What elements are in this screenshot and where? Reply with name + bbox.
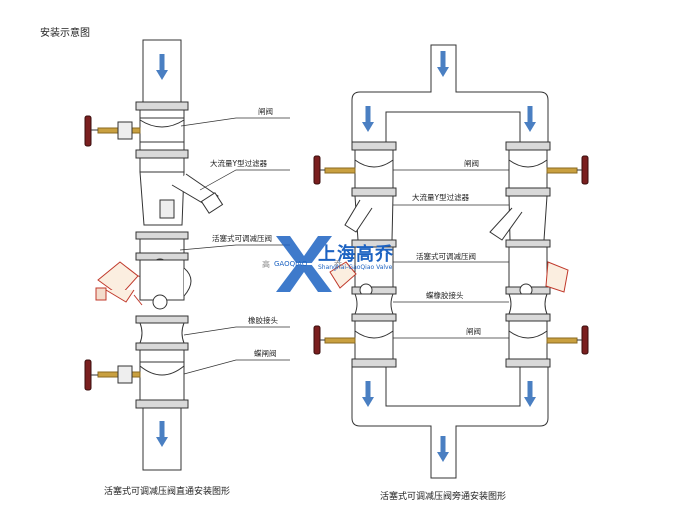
watermark-small-left: 高: [262, 260, 270, 269]
y-strainer-bypass-right: [489, 195, 548, 241]
bypass-bottom-pipe: [351, 366, 549, 479]
caption-left: 活塞式可调减压阀直通安装图形: [104, 487, 231, 497]
label-butterfly-valve-left: 蝶闸阀: [254, 349, 277, 358]
watermark-brand-cn: 上海高乔: [318, 244, 394, 265]
bypass-top-pipe: [351, 44, 549, 143]
label-gate-valve-top-right: 闸阀: [464, 159, 479, 168]
prv-body-left: [139, 259, 192, 310]
label-rubber-joint-left: 橡胶接头: [248, 316, 278, 325]
label-y-strainer-right: 大流量Y型过滤器: [412, 193, 470, 202]
rubber-joint-bypass-right: [505, 293, 551, 322]
gate-valve-left: [84, 101, 189, 159]
page-title: 安装示意图: [40, 28, 90, 39]
right-bypass-install: [313, 44, 589, 479]
watermark-logo: [272, 236, 336, 292]
gate-valve-bypass-right-lower: [505, 320, 589, 368]
watermark-small-right: 乔: [334, 260, 342, 269]
watermark-tagline: Shanghai-GaoQiao Valve: [318, 264, 393, 271]
label-rubber-joint-right: 蝶橡胶接头: [426, 291, 464, 300]
rubber-joint-bypass-left: [351, 293, 397, 322]
left-straight-install: [84, 39, 290, 471]
y-strainer-bypass-left: [344, 195, 394, 241]
label-prv-right: 活塞式可调减压阀: [416, 252, 476, 261]
gate-valve-bypass-right: [505, 141, 589, 197]
prv-bypass-right: [505, 239, 569, 297]
label-gate-valve-left: 闸阀: [258, 107, 273, 116]
leader-lines-left: [179, 117, 290, 375]
leader-lines-right: [393, 169, 509, 339]
label-gate-valve-bottom-right: 闸阀: [466, 327, 481, 336]
label-prv-left: 活塞式可调减压阀: [212, 234, 272, 243]
caption-right: 活塞式可调减压阀旁通安装图形: [380, 492, 507, 502]
gate-valve-bypass-left: [313, 141, 397, 197]
label-y-strainer-left: 大流量Y型过滤器: [210, 159, 268, 168]
butterfly-valve-left: [84, 349, 189, 409]
prv-bypass-left: [329, 239, 397, 297]
prv-pilot-left: [95, 261, 149, 306]
rubber-joint-left: [135, 315, 189, 351]
gate-valve-bypass-left-lower: [313, 320, 397, 368]
y-strainer-left: [139, 157, 224, 226]
watermark-brand-en: GAOQIAO: [274, 260, 308, 268]
